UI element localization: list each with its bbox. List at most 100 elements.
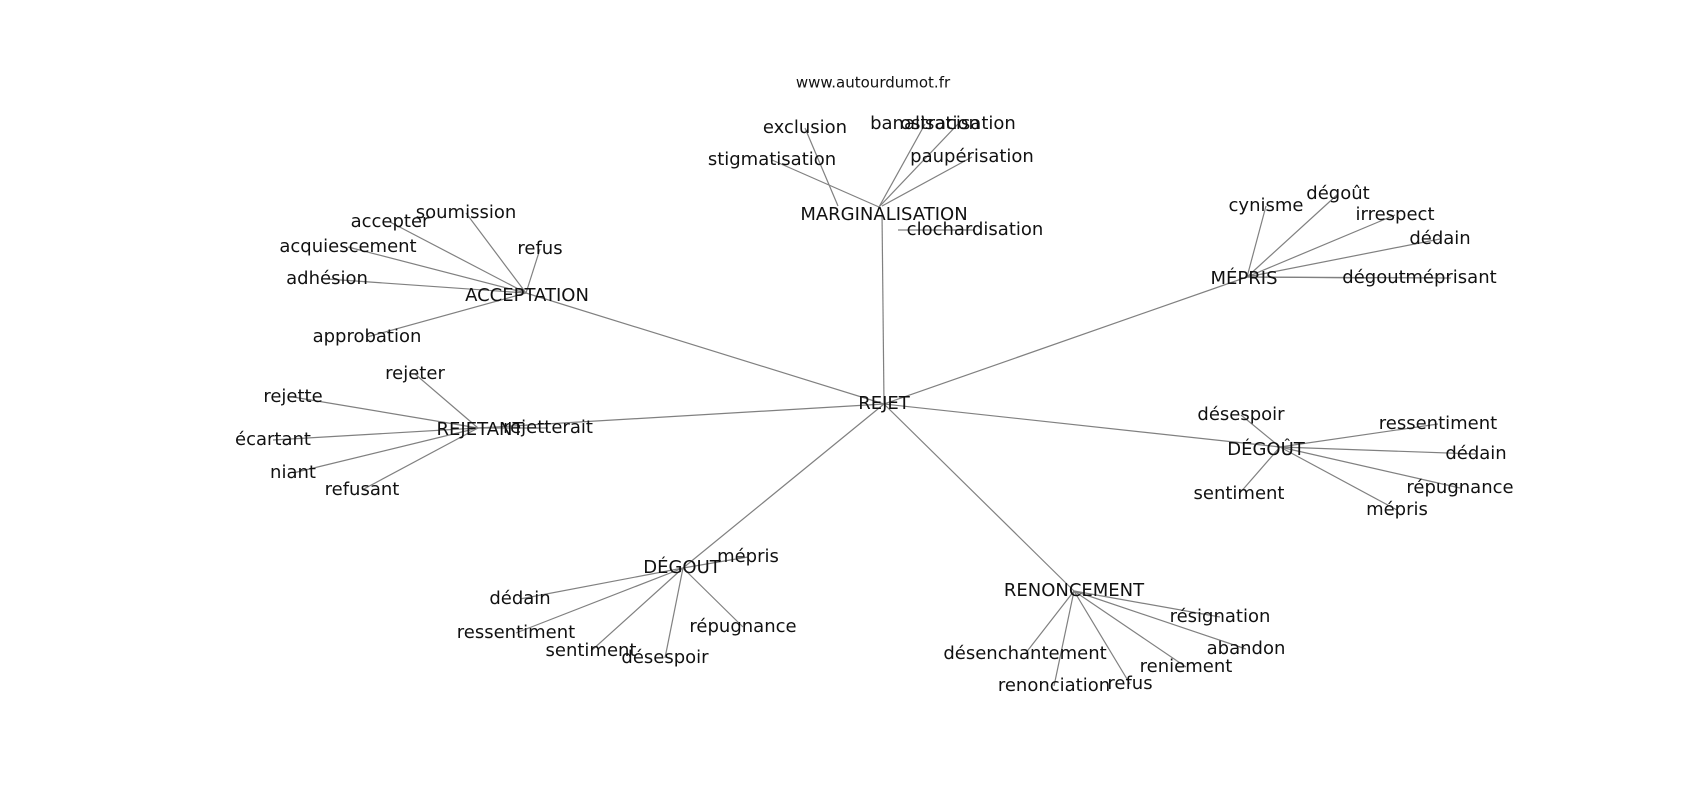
- edge-cluster-to-leaf: [1246, 276, 1452, 279]
- edge-cluster-to-leaf: [1279, 446, 1461, 489]
- leaf-node: ostracisation: [900, 113, 1016, 134]
- leaf-node: accepter: [351, 211, 430, 232]
- cluster-node: RENONCEMENT: [1004, 580, 1145, 601]
- leaf-node: mépris: [1366, 499, 1428, 520]
- site-url: www.autourdumot.fr: [796, 74, 951, 92]
- leaf-node: refus: [1107, 673, 1152, 694]
- edge-cluster-to-leaf: [878, 123, 926, 208]
- leaf-node: acquiescement: [279, 236, 416, 257]
- edge-cluster-to-leaf: [1246, 193, 1339, 278]
- edge-cluster-to-leaf: [1053, 590, 1075, 687]
- edge-cluster-to-leaf: [1240, 414, 1281, 448]
- edge-root-to-cluster: [682, 403, 885, 569]
- edge-cluster-to-leaf: [515, 567, 684, 634]
- edge-root-to-cluster: [881, 211, 885, 405]
- leaf-node: sentiment: [1194, 483, 1285, 504]
- leaf-node: refus: [517, 238, 562, 259]
- edge-cluster-to-leaf: [361, 427, 479, 491]
- leaf-node: rejeter: [385, 363, 445, 384]
- edge-cluster-to-leaf: [1246, 238, 1441, 278]
- edge-cluster-to-leaf: [292, 427, 479, 474]
- leaf-node: cynisme: [1229, 195, 1304, 216]
- leaf-node: clochardisation: [907, 219, 1044, 240]
- edge-cluster-to-leaf: [1073, 590, 1187, 668]
- leaf-node: désenchantement: [943, 643, 1106, 664]
- edge-root-to-cluster: [883, 403, 1281, 448]
- edge-cluster-to-leaf: [590, 567, 684, 652]
- leaf-node: exclusion: [763, 117, 847, 138]
- leaf-node: dégoût: [1306, 183, 1369, 204]
- edge-cluster-to-leaf: [1073, 590, 1221, 618]
- graph-edges: [272, 123, 1477, 687]
- edge-cluster-to-leaf: [1024, 590, 1075, 655]
- edge-cluster-to-leaf: [1279, 423, 1439, 448]
- edge-cluster-to-leaf: [1238, 446, 1281, 495]
- leaf-node: dédain: [489, 588, 550, 609]
- edge-root-to-cluster: [477, 403, 885, 429]
- edge-cluster-to-leaf: [1279, 446, 1398, 511]
- root-node: REJET: [858, 393, 911, 414]
- leaf-node: mépris: [717, 546, 779, 567]
- edge-cluster-to-leaf: [1073, 590, 1247, 650]
- cluster-node: DÉGOUT: [643, 556, 722, 578]
- leaf-node: sentiment: [546, 640, 637, 661]
- edge-cluster-to-leaf: [347, 246, 527, 294]
- leaf-node: dégout: [1342, 267, 1405, 288]
- leaf-node: désespoir: [1197, 404, 1285, 425]
- leaf-node: répugnance: [1406, 477, 1513, 498]
- leaf-node: répugnance: [689, 616, 796, 637]
- leaf-node: rejette: [263, 386, 322, 407]
- leaf-node: abandon: [1207, 638, 1286, 659]
- edge-cluster-to-leaf: [664, 567, 684, 659]
- leaf-node: ressentiment: [1379, 413, 1497, 434]
- edge-cluster-to-leaf: [1246, 214, 1396, 278]
- edge-root-to-cluster: [883, 403, 1075, 592]
- edge-cluster-to-leaf: [272, 427, 479, 441]
- edge-cluster-to-leaf: [682, 567, 744, 628]
- edge-cluster-to-leaf: [1246, 205, 1267, 278]
- leaf-node: refusant: [325, 479, 400, 500]
- edge-root-to-cluster: [525, 292, 885, 405]
- edge-cluster-to-leaf: [878, 123, 959, 208]
- cluster-node: ACCEPTATION: [465, 285, 589, 306]
- leaf-node: écartant: [235, 429, 311, 450]
- leaf-node: irrespect: [1356, 204, 1435, 225]
- leaf-node: résignation: [1170, 606, 1271, 627]
- edge-cluster-to-leaf: [771, 159, 880, 208]
- leaf-node: soumission: [416, 202, 517, 223]
- leaf-node: paupérisation: [910, 146, 1034, 167]
- edge-cluster-to-leaf: [366, 292, 527, 338]
- edge-cluster-to-leaf: [326, 278, 527, 294]
- cluster-node: REJETANT: [437, 419, 525, 440]
- leaf-node: reniement: [1140, 656, 1233, 677]
- leaf-node: méprisant: [1405, 267, 1496, 288]
- edge-cluster-to-leaf: [1073, 590, 1131, 685]
- edge-cluster-to-leaf: [465, 212, 527, 294]
- edge-cluster-to-leaf: [881, 156, 973, 207]
- leaf-node: banalisation: [870, 113, 980, 134]
- graph-labels: REJET MARGINALISATION exclusion banalisatio…: [235, 113, 1514, 696]
- leaf-node: rejetterait: [503, 417, 593, 438]
- cluster-node: MÉPRIS: [1211, 267, 1278, 289]
- leaf-node: adhésion: [286, 268, 368, 289]
- edge-cluster-to-leaf: [682, 556, 749, 569]
- cluster-node: DÉGOÛT: [1227, 438, 1306, 460]
- leaf-node: approbation: [313, 326, 422, 347]
- leaf-node: dédain: [1445, 443, 1506, 464]
- edge-cluster-to-leaf: [292, 396, 479, 429]
- leaf-node: désespoir: [621, 647, 709, 668]
- cluster-node: MARGINALISATION: [800, 204, 967, 225]
- edge-cluster-to-leaf: [389, 221, 527, 294]
- edge-cluster-to-leaf: [1279, 446, 1477, 455]
- edge-cluster-to-leaf: [525, 248, 541, 294]
- leaf-node: dédain: [1409, 228, 1470, 249]
- edge-cluster-to-leaf: [519, 567, 684, 600]
- leaf-node: niant: [270, 462, 316, 483]
- edge-cluster-to-leaf: [414, 373, 479, 429]
- edge-cluster-to-leaf: [804, 127, 839, 207]
- leaf-node: renonciation: [998, 675, 1110, 696]
- leaf-node: stigmatisation: [708, 149, 836, 170]
- leaf-node: ressentiment: [457, 622, 575, 643]
- edge-root-to-cluster: [883, 276, 1248, 405]
